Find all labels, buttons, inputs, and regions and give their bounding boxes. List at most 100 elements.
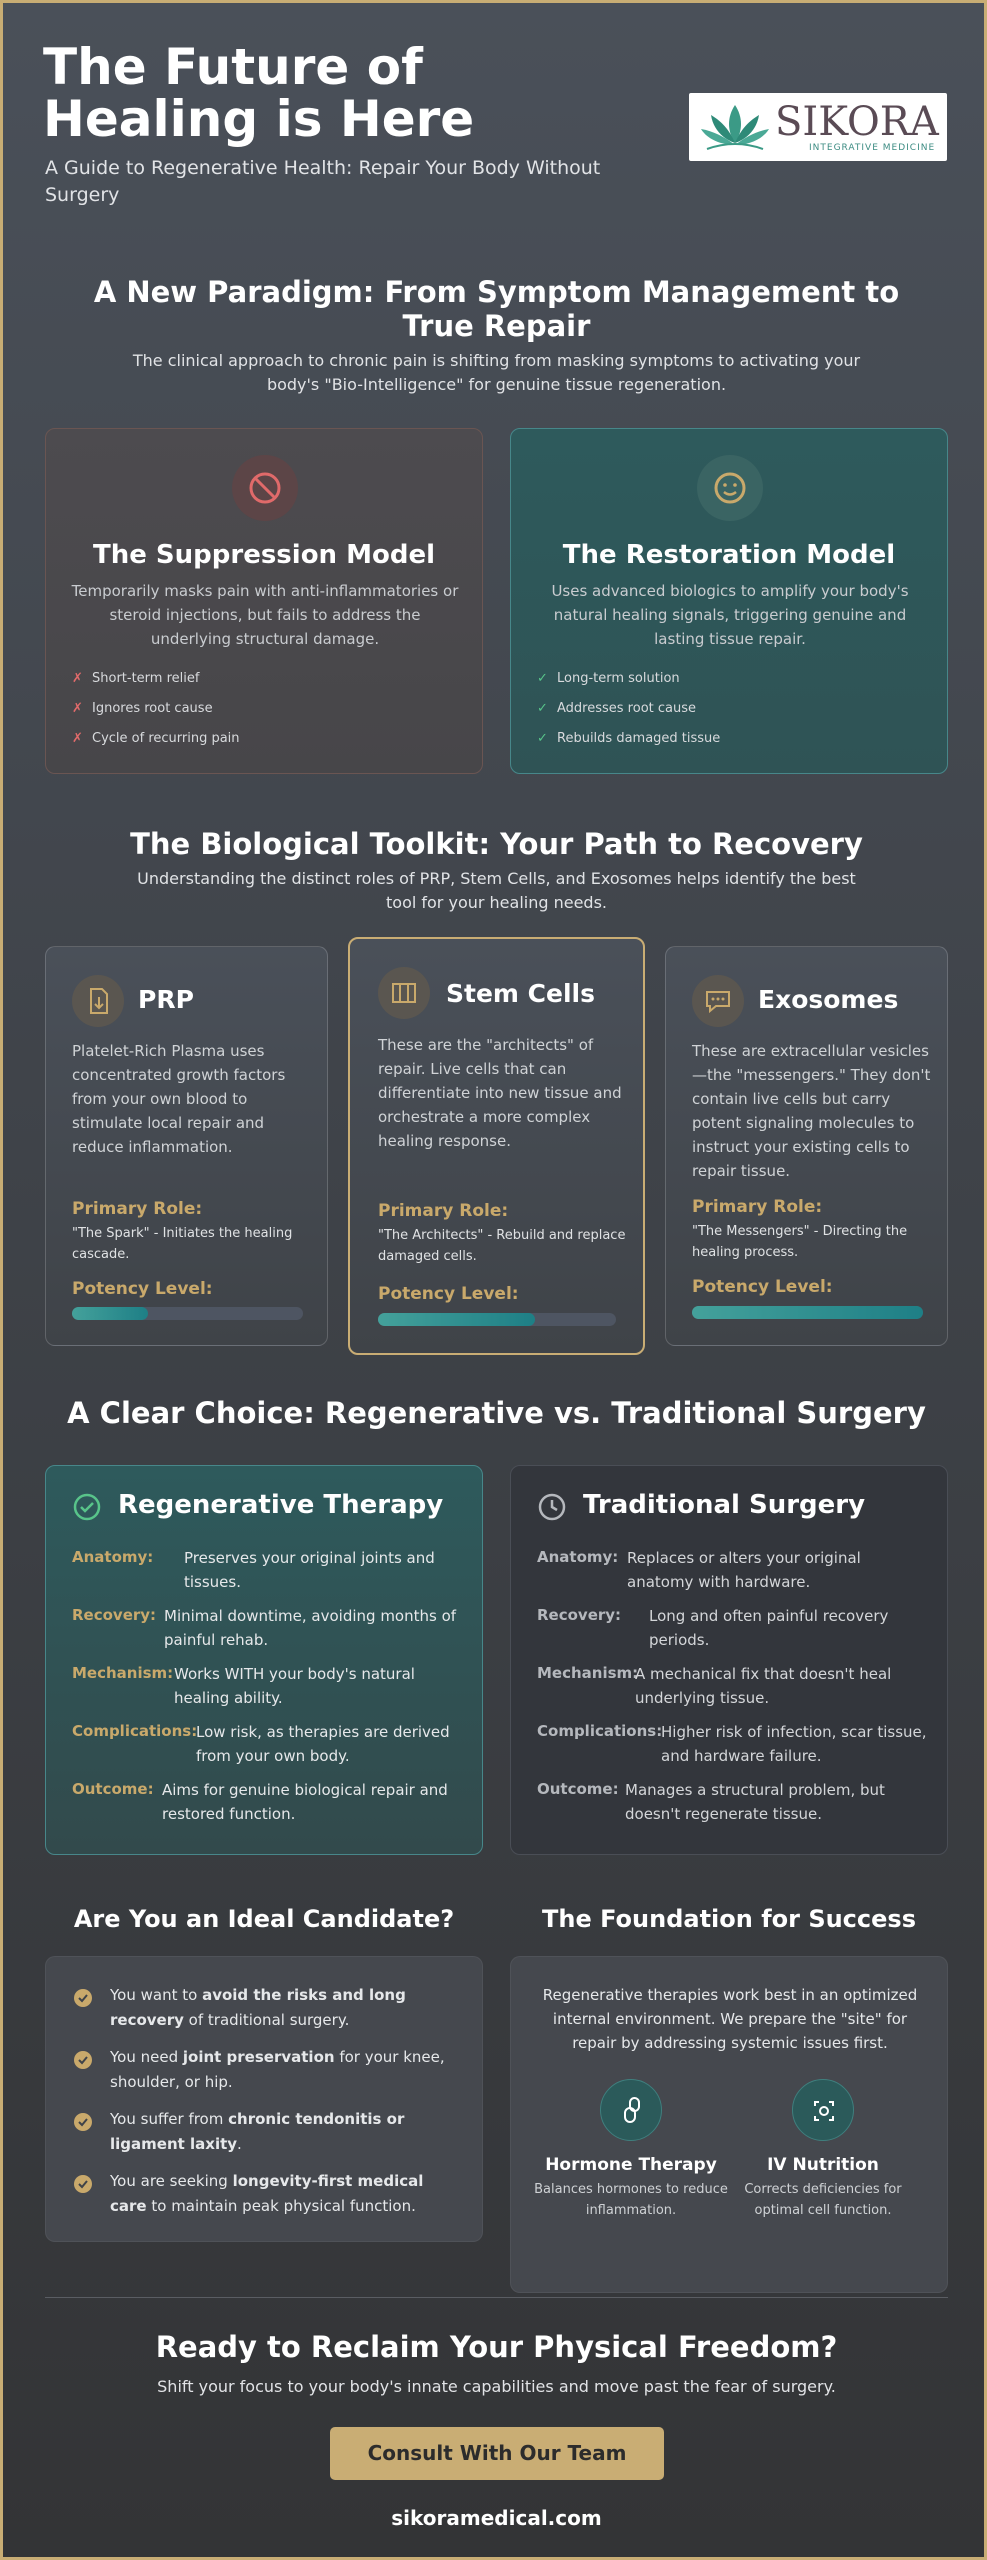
regen-row-value: Aims for genuine biological repair and r… <box>162 1781 448 1823</box>
hormone-therapy-icon <box>600 2079 662 2141</box>
exosomes-card: Exosomes These are extracellular vesicle… <box>665 946 948 1346</box>
stem-cells-title: Stem Cells <box>446 979 595 1008</box>
restoration-model-card: The Restoration Model Uses advanced biol… <box>510 428 948 774</box>
regen-row-label: Recovery: <box>72 1606 157 1624</box>
smile-icon <box>697 455 763 521</box>
section-divider <box>45 2297 948 2298</box>
lotus-icon <box>701 105 769 150</box>
paradigm-title: A New Paradigm: From Symptom Management … <box>93 275 900 343</box>
stem-cells-potency-fill <box>378 1313 536 1326</box>
suppression-item: ✗Cycle of recurring pain <box>72 731 240 746</box>
check-mark-icon: ✓ <box>537 701 548 716</box>
regen-row-value: Minimal downtime, avoiding months of pai… <box>164 1607 457 1649</box>
iv-nutrition-icon <box>792 2079 854 2141</box>
clock-icon <box>538 1493 566 1521</box>
chat-bubble-icon <box>692 975 744 1027</box>
check-circle-icon <box>73 1493 101 1521</box>
footer-subtitle: Shift your focus to your body's innate c… <box>157 2377 836 2396</box>
regen-row-value: Works WITH your body's natural healing a… <box>174 1665 415 1707</box>
foundation-title: The Foundation for Success <box>542 1905 916 1933</box>
consult-button[interactable]: Consult With Our Team <box>330 2427 664 2480</box>
prp-potency-fill <box>72 1307 149 1320</box>
check-mark-icon: ✓ <box>537 671 548 686</box>
trad-row-value: Long and often painful recovery periods. <box>649 1607 889 1649</box>
regenerative-title: Regenerative Therapy <box>118 1490 444 1520</box>
stem-cells-potency-label: Potency Level: <box>378 1284 519 1304</box>
toolkit-title: The Biological Toolkit: Your Path to Rec… <box>130 827 863 861</box>
candidate-title: Are You an Ideal Candidate? <box>73 1905 455 1933</box>
x-mark-icon: ✗ <box>72 731 83 746</box>
candidate-item: You suffer from chronic tendonitis or li… <box>110 2110 405 2153</box>
iv-nutrition-title: IV Nutrition <box>767 2155 879 2175</box>
prp-role-label: Primary Role: <box>72 1199 203 1219</box>
trad-row-value: Manages a structural problem, but doesn'… <box>625 1781 885 1823</box>
prp-potency-label: Potency Level: <box>72 1279 213 1299</box>
restoration-item: ✓Rebuilds damaged tissue <box>537 731 721 746</box>
foundation-desc: Regenerative therapies work best in an o… <box>542 1986 918 2052</box>
candidate-item: You want to avoid the risks and long rec… <box>110 1986 406 2029</box>
document-download-icon <box>72 975 124 1027</box>
trad-row-label: Recovery: <box>537 1606 622 1624</box>
check-mark-icon: ✓ <box>537 731 548 746</box>
stem-cells-role-label: Primary Role: <box>378 1201 509 1221</box>
columns-icon <box>378 967 430 1019</box>
suppression-desc: Temporarily masks pain with anti-inflamm… <box>71 582 459 648</box>
prp-card: PRP Platelet-Rich Plasma uses concentrat… <box>45 946 328 1346</box>
stem-cells-desc: These are the "architects" of repair. Li… <box>378 1036 622 1150</box>
regen-row-value: Preserves your original joints and tissu… <box>184 1549 435 1591</box>
restoration-item: ✓Long-term solution <box>537 671 680 686</box>
trad-row-label: Complications: <box>537 1722 663 1740</box>
candidate-item: You are seeking longevity-first medical … <box>110 2172 424 2215</box>
restoration-title: The Restoration Model <box>562 540 896 570</box>
stem-cells-role: "The Architects" - Rebuild and replace d… <box>378 1228 626 1264</box>
x-mark-icon: ✗ <box>72 701 83 716</box>
regen-row-label: Anatomy: <box>72 1548 154 1566</box>
traditional-surgery-card: Traditional Surgery Anatomy: Replaces or… <box>510 1465 948 1855</box>
suppression-item: ✗Ignores root cause <box>72 701 213 716</box>
suppression-model-card: The Suppression Model Temporarily masks … <box>45 428 483 774</box>
check-badge-icon <box>74 2175 92 2193</box>
trad-row-value: Replaces or alters your original anatomy… <box>627 1549 861 1591</box>
trad-row-label: Mechanism: <box>537 1664 639 1682</box>
stem-cells-potency-bar <box>378 1313 616 1326</box>
stem-cells-card: Stem Cells These are the "architects" of… <box>348 937 645 1355</box>
restoration-desc: Uses advanced biologics to amplify your … <box>551 582 909 648</box>
suppression-item: ✗Short-term relief <box>72 671 200 686</box>
exosomes-potency-label: Potency Level: <box>692 1277 833 1297</box>
regen-row-value: Low risk, as therapies are derived from … <box>196 1723 450 1765</box>
trad-row-value: Higher risk of infection, scar tissue, a… <box>661 1723 927 1765</box>
page-title: The Future of Healing is Here <box>43 38 475 148</box>
prp-role: "The Spark" - Initiates the healing casc… <box>72 1226 293 1262</box>
exosomes-potency-bar <box>692 1306 923 1319</box>
logo-tagline: INTEGRATIVE MEDICINE <box>809 143 936 153</box>
suppression-title: The Suppression Model <box>92 540 436 570</box>
exosomes-role: "The Messengers" - Directing the healing… <box>692 1224 908 1260</box>
hormone-therapy-title: Hormone Therapy <box>545 2155 717 2175</box>
exosomes-potency-fill <box>692 1306 923 1319</box>
prp-potency-bar <box>72 1307 303 1320</box>
trad-row-label: Outcome: <box>537 1780 619 1798</box>
logo-wordmark: SIKORA <box>775 99 939 145</box>
regen-row-label: Outcome: <box>72 1780 154 1798</box>
paradigm-subtitle: The clinical approach to chronic pain is… <box>132 351 861 394</box>
prp-desc: Platelet-Rich Plasma uses concentrated g… <box>72 1042 286 1156</box>
x-mark-icon: ✗ <box>72 671 83 686</box>
exosomes-desc: These are extracellular vesicles—the "me… <box>692 1042 931 1180</box>
foundation-box: Regenerative therapies work best in an o… <box>510 1956 948 2293</box>
check-badge-icon <box>74 2113 92 2131</box>
iv-nutrition-desc: Corrects deficiencies for optimal cell f… <box>744 2182 902 2218</box>
regen-row-label: Complications: <box>72 1722 198 1740</box>
exosomes-role-label: Primary Role: <box>692 1197 823 1217</box>
footer-title: Ready to Reclaim Your Physical Freedom? <box>155 2330 838 2364</box>
trad-row-value: A mechanical fix that doesn't heal under… <box>635 1665 892 1707</box>
trad-row-label: Anatomy: <box>537 1548 619 1566</box>
sikora-logo[interactable]: SIKORA INTEGRATIVE MEDICINE <box>689 93 947 161</box>
hormone-therapy-desc: Balances hormones to reduce inflammation… <box>534 2182 728 2218</box>
no-symbol-icon <box>232 455 298 521</box>
regenerative-therapy-card: Regenerative Therapy Anatomy: Preserves … <box>45 1465 483 1855</box>
website-link[interactable]: sikoramedical.com <box>391 2506 602 2530</box>
exosomes-title: Exosomes <box>758 985 899 1014</box>
comparison-title: A Clear Choice: Regenerative vs. Traditi… <box>67 1396 926 1430</box>
candidate-box: You want to avoid the risks and long rec… <box>45 1956 483 2242</box>
